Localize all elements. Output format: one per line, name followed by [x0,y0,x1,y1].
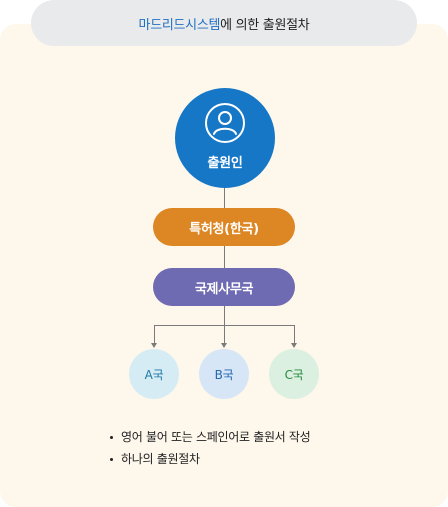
note-item: 영어 불어 또는 스페인어로 출원서 작성 [110,426,311,448]
office-node: 특허청(한국) [153,208,295,246]
note-text: 하나의 출원절차 [121,452,200,466]
note-item: 하나의 출원절차 [110,448,310,470]
bullet-icon [110,457,113,461]
connector-branch-c [294,325,295,344]
arrowhead-c [291,343,297,348]
title-rest: 에 의한 출원절차 [220,17,310,33]
connector-branch-a [154,325,155,344]
arrowhead-a [151,343,157,348]
title-highlight: 마드리드시스템 [138,17,221,33]
country-b-node: B국 [199,349,249,399]
applicant-label: 출원인 [207,155,243,171]
note-text: 영어 불어 또는 스페인어로 출원서 작성 [121,430,311,444]
notes-list: 영어 불어 또는 스페인어로 출원서 작성 하나의 출원절차 [110,426,311,470]
bullet-icon [110,435,113,439]
connector-office-bureau [224,246,225,268]
arrowhead-b [221,343,227,348]
bureau-node: 국제사무국 [153,268,295,306]
connector-horizontal-branch [154,325,295,326]
connector-applicant-office [224,188,225,208]
user-icon [205,102,245,143]
country-c-node: C국 [269,349,319,399]
country-a-node: A국 [129,349,179,399]
applicant-node: 출원인 [175,88,275,188]
